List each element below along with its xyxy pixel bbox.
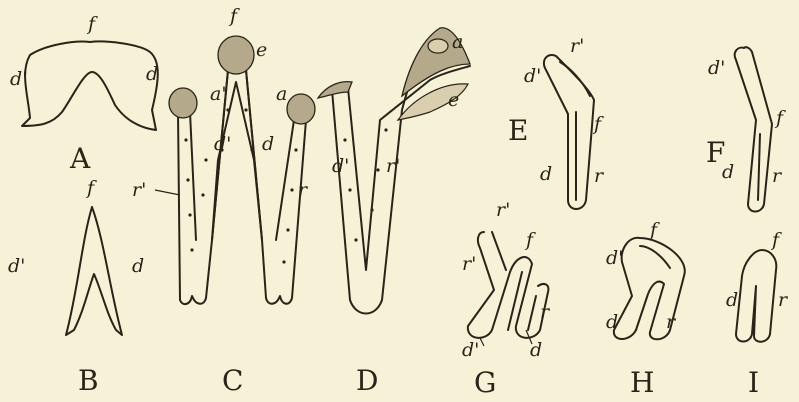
label-f: f: [648, 219, 660, 241]
caption-d: D: [356, 364, 378, 397]
label-f: f: [85, 177, 97, 199]
label-f: f: [228, 5, 240, 27]
label-d-prime: d': [8, 255, 25, 277]
label-r-prime: r': [132, 179, 146, 201]
label-f: f: [774, 107, 786, 129]
label-d-prime: d': [524, 65, 541, 87]
label-f: f: [770, 229, 782, 251]
label-f: f: [592, 113, 604, 135]
label-f: f: [86, 13, 98, 35]
label-d: d: [262, 133, 274, 155]
label-r: r: [666, 311, 677, 333]
figure-g-outline: [468, 232, 549, 338]
figure-a-outline: [22, 41, 158, 130]
caption-h: H: [630, 366, 654, 399]
figure-d-cap-left: [318, 82, 352, 98]
label-r: r: [298, 179, 309, 201]
label-d: d: [132, 255, 144, 277]
label-r-prime: r': [570, 35, 584, 57]
figure-c: f e a' a d' d r' r C: [132, 5, 315, 397]
caption-g: G: [474, 366, 496, 399]
caption-b: B: [78, 364, 99, 397]
label-r-prime: r': [386, 155, 400, 177]
figure-c-section-left: [169, 88, 197, 118]
figure-g: r' f r' r d' d G: [462, 199, 551, 399]
label-r-prime: r': [462, 253, 476, 275]
figure-c-section-right: [287, 94, 315, 124]
figure-f: d' f d r F: [706, 47, 786, 211]
label-a-prime: a': [210, 83, 227, 105]
label-d: d: [726, 289, 738, 311]
label-r: r: [778, 289, 789, 311]
label-d: d: [606, 311, 618, 333]
label-d-prime: d': [10, 68, 27, 90]
label-d-prime: d': [606, 247, 623, 269]
caption-c: C: [222, 364, 243, 397]
label-d: d: [146, 63, 158, 85]
label-r: r: [540, 301, 551, 323]
figure-c-section-top: [218, 36, 254, 74]
figure-e-outline: [544, 55, 594, 209]
figure-i: f d r I: [726, 229, 789, 399]
label-d-prime: d': [462, 339, 479, 361]
label-e: e: [448, 89, 459, 111]
figure-f-outline: [735, 47, 772, 211]
label-r: r: [772, 165, 783, 187]
figure-d: a e d' r' D: [318, 28, 470, 397]
label-r-prime: r': [496, 199, 510, 221]
caption-i: I: [748, 366, 759, 399]
figure-b-outline: [66, 207, 122, 335]
label-a: a: [452, 31, 463, 53]
label-e: e: [256, 39, 267, 61]
figure-b: f d' d B: [8, 177, 144, 397]
label-r: r: [594, 165, 605, 187]
figure-i-outline: [736, 250, 776, 342]
caption-a: A: [69, 142, 91, 175]
label-a: a: [276, 83, 287, 105]
caption-f: F: [706, 136, 725, 169]
figure-e: r' d' f d r E: [508, 35, 605, 209]
label-d: d: [540, 163, 552, 185]
figure-a: f d' d A: [10, 13, 158, 175]
label-d-prime: d': [214, 133, 231, 155]
figure-h: f d' d r H: [606, 219, 685, 399]
label-f: f: [524, 229, 536, 251]
label-d-prime: d': [708, 57, 725, 79]
label-d-prime: d': [332, 155, 349, 177]
caption-e: E: [508, 114, 528, 147]
